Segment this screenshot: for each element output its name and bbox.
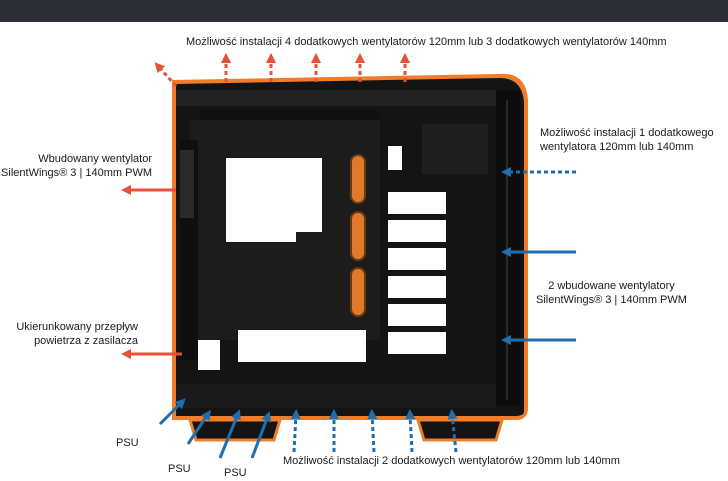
front-upper-fan-label: Możliwość instalacji 1 dodatkowego wenty… [540, 126, 714, 154]
psu-airflow-label: Ukierunkowany przepływ powietrza z zasil… [16, 320, 138, 348]
psu-label-3: PSU [224, 467, 247, 479]
front-fans-label: 2 wbudowane wentylatory SilentWings® 3 |… [536, 279, 687, 307]
psu-intake-arrow-icon [218, 409, 241, 459]
optical-bay [422, 124, 488, 174]
front-upper-fan-label-line1: Możliwość instalacji 1 dodatkowego [540, 127, 714, 139]
rear-fan-label-line1: Wbudowany wentylator [38, 153, 152, 165]
rear-fan-label: Wbudowany wentylator SilentWings® 3 | 14… [1, 152, 152, 180]
front-upper-fan-label-line2: wentylatora 120mm lub 140mm [540, 141, 694, 153]
psu-intake-arrow-icon [186, 409, 211, 445]
bottom-fans-label: Możliwość instalacji 2 dodatkowych wenty… [283, 455, 620, 467]
front-fans-label-line1: 2 wbudowane wentylatory [548, 280, 675, 292]
psu-label-2: PSU [168, 463, 191, 475]
bottom-fan-arrow-icon [367, 408, 378, 453]
top-rail [176, 90, 496, 106]
lower-cutout [238, 330, 366, 362]
bottom-fan-arrow-icon [290, 408, 301, 453]
rear-fan [180, 150, 194, 218]
bottom-fan-arrow-icon [447, 408, 458, 453]
drive-bays [388, 192, 446, 354]
top-rear-arrow-icon [154, 62, 178, 88]
cpu-cutout [226, 158, 322, 242]
psu-airflow-label-line1: Ukierunkowany przepływ [16, 321, 138, 333]
case-foot-right [415, 418, 505, 442]
header-bar [0, 0, 728, 22]
rear-fan-label-line2: SilentWings® 3 | 140mm PWM [1, 167, 152, 179]
psu-label-1: PSU [116, 437, 139, 449]
psu-airflow-label-line2: powietrza z zasilacza [34, 335, 138, 347]
psu-cutout [198, 340, 220, 370]
bottom-fan-arrow-icon [405, 408, 416, 453]
cable-grommet-1 [350, 154, 366, 204]
psu-intake-arrow-icon [158, 398, 186, 426]
cable-grommet-2 [350, 211, 366, 261]
top-fans-label: Możliwość instalacji 4 dodatkowych wenty… [186, 36, 667, 48]
psu-intake-arrow-icon [250, 411, 271, 459]
front-fans-label-line2: SilentWings® 3 | 140mm PWM [536, 294, 687, 306]
cable-grommet-3 [350, 267, 366, 317]
pc-case [172, 73, 528, 442]
case-bottom [176, 384, 496, 408]
